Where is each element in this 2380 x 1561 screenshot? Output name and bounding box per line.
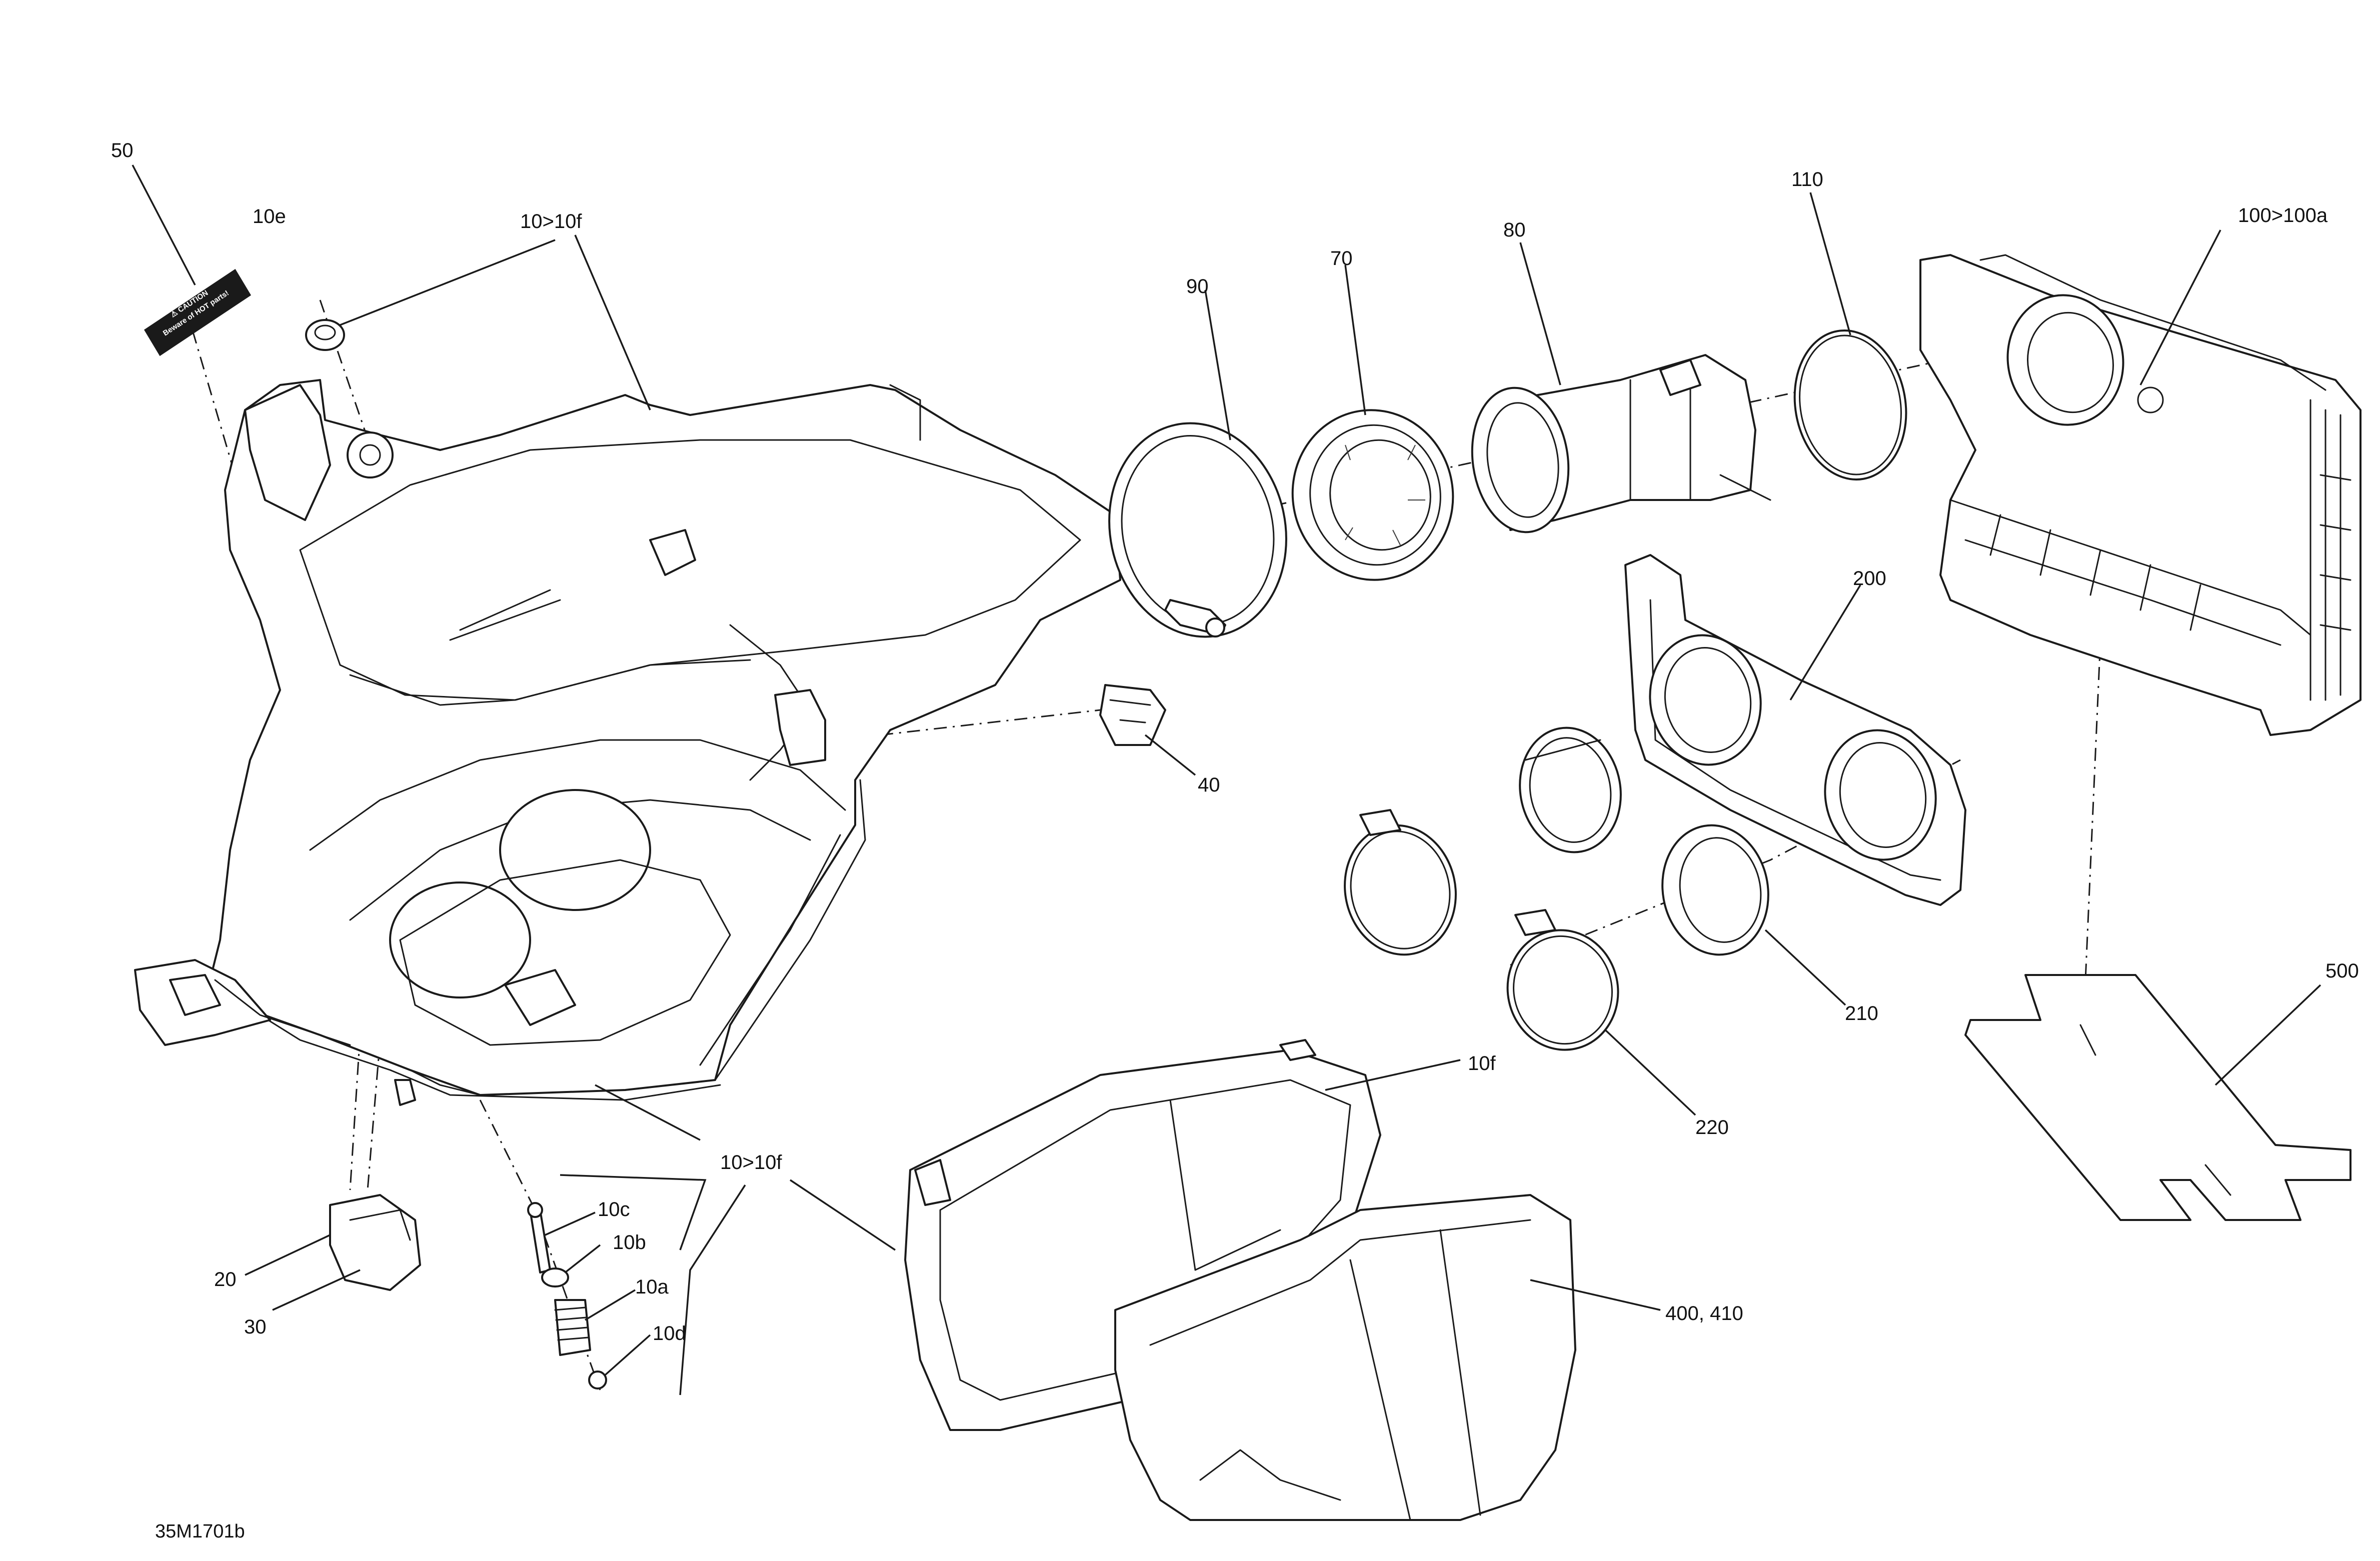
part-20-30-clamp bbox=[329, 1194, 421, 1291]
part-90-clamp bbox=[1108, 422, 1287, 638]
part-80-duct bbox=[1471, 354, 1771, 534]
callout-10-10f-top: 10>10f bbox=[520, 210, 582, 232]
callout-70: 70 bbox=[1330, 248, 1353, 270]
part-210-boot bbox=[1661, 824, 1769, 956]
leader-lines bbox=[132, 164, 2321, 1396]
callout-10e: 10e bbox=[253, 206, 286, 228]
part-400-filter bbox=[1114, 1194, 1576, 1521]
part-10b-washer bbox=[541, 1268, 569, 1288]
air-box-housing bbox=[134, 379, 1121, 1106]
part-70-adapter bbox=[1291, 409, 1454, 581]
callout-110: 110 bbox=[1791, 168, 1823, 190]
part-500-tool bbox=[1964, 974, 2351, 1221]
callout-10c: 10c bbox=[598, 1198, 630, 1220]
callout-200: 200 bbox=[1853, 568, 1886, 590]
callouts: 50 10e 10>10f 90 70 80 110 100>100a 40 2… bbox=[111, 140, 2359, 1344]
callout-20: 20 bbox=[214, 1268, 237, 1290]
part-10d-nut bbox=[588, 1370, 607, 1390]
callout-40: 40 bbox=[1198, 774, 1220, 796]
callout-10d: 10d bbox=[653, 1322, 686, 1344]
part-220-boot-upper bbox=[1519, 726, 1622, 854]
callout-10f: 10f bbox=[1468, 1052, 1496, 1074]
part-10a-spring bbox=[554, 1299, 591, 1356]
part-10e-grommet bbox=[305, 319, 345, 351]
callout-10b: 10b bbox=[613, 1232, 646, 1254]
part-200-plate bbox=[1624, 554, 1966, 906]
callout-100-100a: 100>100a bbox=[2238, 204, 2328, 226]
callout-400-410: 400, 410 bbox=[1665, 1302, 1743, 1324]
callout-500: 500 bbox=[2325, 960, 2359, 982]
part-50-decal: ⚠ CAUTION Beware of HOT parts! bbox=[144, 268, 252, 356]
callout-50: 50 bbox=[111, 140, 134, 162]
part-40-connector bbox=[1099, 684, 1166, 746]
part-220-clamps bbox=[1344, 809, 1619, 1051]
figure-reference-code: 35M1701b bbox=[155, 1521, 245, 1542]
callout-90: 90 bbox=[1186, 276, 1209, 298]
callout-210: 210 bbox=[1845, 1002, 1878, 1024]
callout-10a: 10a bbox=[635, 1276, 669, 1298]
part-100-silencer bbox=[1919, 254, 2361, 736]
callout-30: 30 bbox=[244, 1316, 267, 1338]
callout-10-10f-bottom: 10>10f bbox=[720, 1152, 782, 1174]
callout-80: 80 bbox=[1503, 219, 1526, 241]
callout-220: 220 bbox=[1695, 1116, 1729, 1138]
part-10c-screw bbox=[527, 1202, 551, 1274]
part-110-gasket bbox=[1793, 330, 1907, 480]
